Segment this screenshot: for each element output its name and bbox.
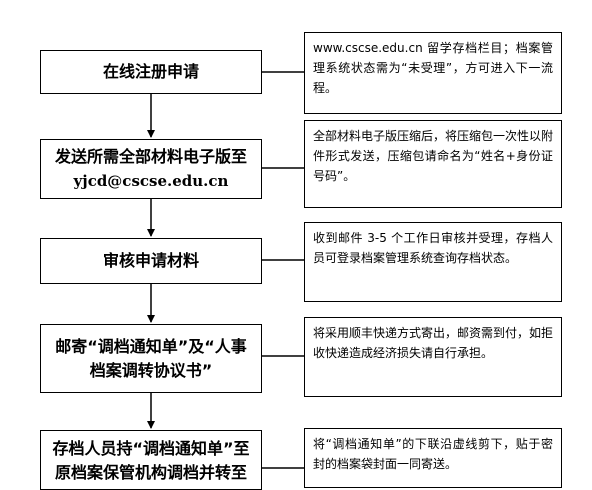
connector-layer xyxy=(147,71,304,469)
note-transfer: 将“调档通知单”的下联沿虚线剪下，贴于密封的档案袋封面一同寄送。 xyxy=(304,428,562,488)
step-send-materials: 发送所需全部材料电子版至 yjcd@cscse.edu.cn xyxy=(40,139,262,199)
step-review-label: 审核申请材料 xyxy=(102,251,199,270)
step-transfer: 存档人员持“调档通知单”至 原档案保管机构调档并转至 xyxy=(40,430,262,490)
step-send-label: 发送所需全部材料电子版至 xyxy=(54,147,247,166)
step-mail-notice: 邮寄“调档通知单”及“人事 档案调转协议书” xyxy=(40,324,262,393)
step-review: 审核申请材料 xyxy=(40,238,262,284)
step-register: 在线注册申请 xyxy=(40,50,262,94)
note-mail: 将采用顺丰快递方式寄出，邮资需到付，如拒收快递造成经济损失请自行承担。 xyxy=(304,317,562,397)
step-register-label: 在线注册申请 xyxy=(102,62,199,81)
step-transfer-line-1: 存档人员持“调档通知单”至 xyxy=(52,439,250,458)
note-review: 收到邮件 3-5 个工作日审核并受理，存档人员可登录档案管理系统查询存档状态。 xyxy=(304,222,562,302)
step-mail-line-2: 档案调转协议书” xyxy=(89,360,213,380)
step-mail-line-1: 邮寄“调档通知单”及“人事 xyxy=(55,336,247,356)
step-send-email: yjcd@cscse.edu.cn xyxy=(73,172,229,190)
note-send: 全部材料电子版压缩后，将压缩包一次性以附件形式发送，压缩包请命名为“姓名+身份证… xyxy=(304,120,562,208)
note-register: www.cscse.edu.cn 留学存档栏目；档案管理系统状态需为“未受理”，… xyxy=(304,32,562,114)
step-transfer-line-2: 原档案保管机构调档并转至 xyxy=(54,463,247,482)
